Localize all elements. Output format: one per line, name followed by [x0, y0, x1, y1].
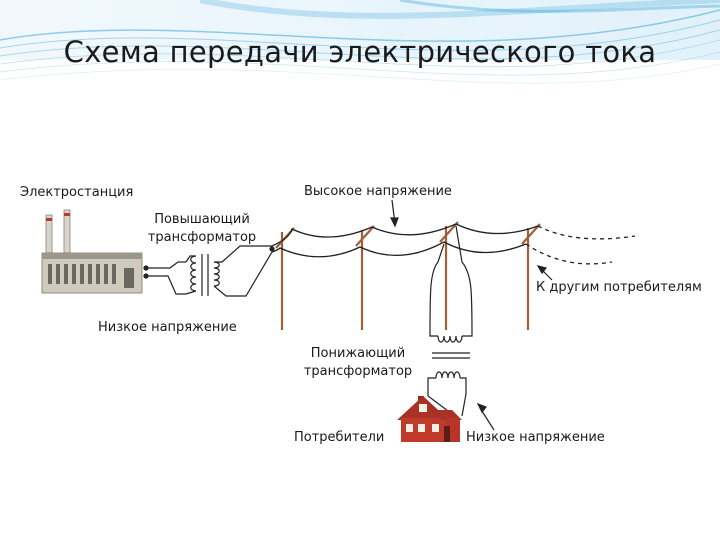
step-down-transformer-icon — [427, 335, 470, 417]
drop-wires — [429, 225, 473, 337]
power-poles — [280, 226, 530, 330]
low-voltage-consumer-label: Низкое напряжение — [466, 430, 605, 445]
power-station-label: Электростанция — [20, 185, 134, 200]
consumers-label: Потребители — [294, 430, 385, 445]
source-wires — [143, 261, 186, 295]
power-station-icon — [41, 209, 143, 294]
low-voltage-arrow — [476, 402, 495, 431]
house-icon — [397, 396, 462, 442]
step-up-transformer-icon — [178, 245, 275, 297]
low-voltage-source-label: Низкое напряжение — [98, 320, 237, 335]
other-consumers-arrow — [536, 265, 553, 281]
step-up-transformer-label-line1: Повышающий — [154, 212, 250, 227]
step-down-transformer-label-line1: Понижающий — [310, 346, 406, 361]
step-up-transformer-label-line2: трансформатор — [147, 230, 257, 245]
high-voltage-lines — [271, 223, 636, 265]
header-decoration — [0, 0, 720, 84]
high-voltage-arrow — [390, 199, 399, 228]
other-consumers-label: К другим потребителям — [536, 280, 702, 295]
slide-title: Схема передачи электрического тока — [63, 35, 657, 69]
step-down-transformer-label-line2: трансформатор — [303, 364, 413, 379]
high-voltage-label: Высокое напряжение — [304, 184, 452, 199]
